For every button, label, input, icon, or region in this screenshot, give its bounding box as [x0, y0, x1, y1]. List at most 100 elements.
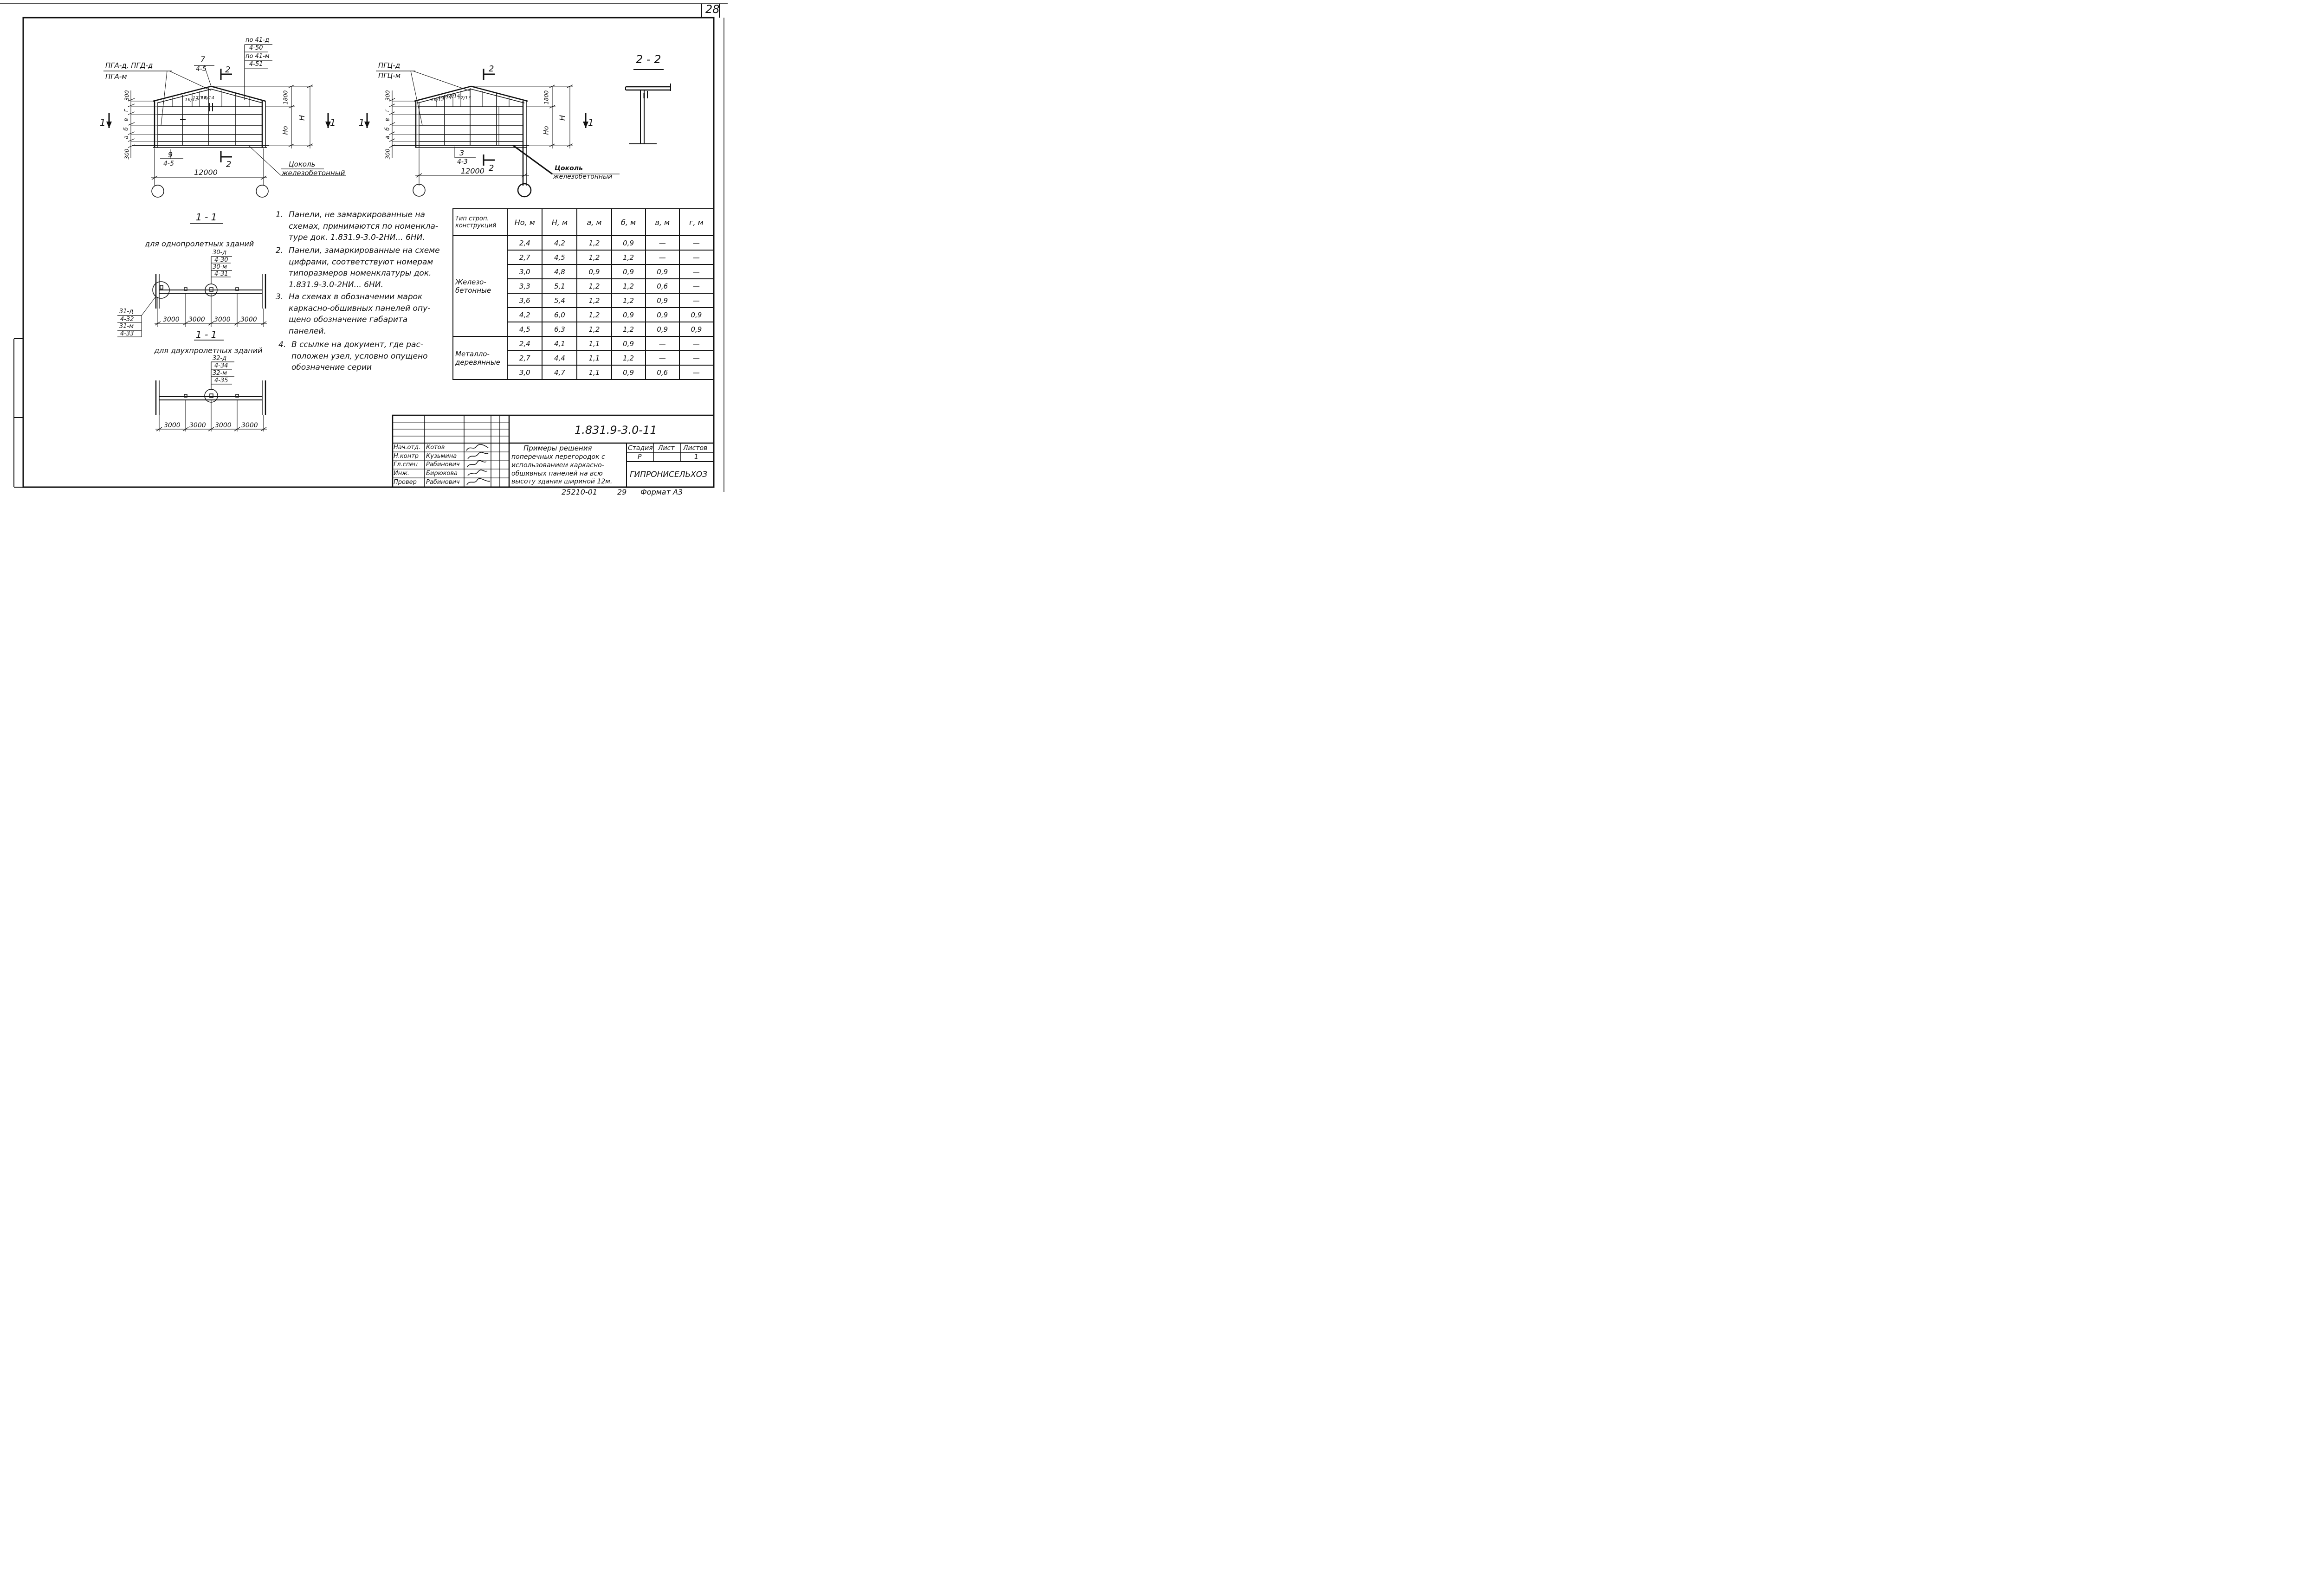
- cell: —: [678, 365, 714, 380]
- cell: 1,1: [576, 350, 612, 366]
- name-3: Рабинович: [426, 461, 460, 468]
- left-elevation: [103, 44, 346, 198]
- note-2-line-2: цифрами, соответствуют номерам: [289, 257, 433, 267]
- left-dim-H: H: [297, 115, 307, 121]
- note-3-line-4: панелей.: [289, 326, 326, 336]
- role-1: Нач.отд.: [394, 444, 421, 451]
- table-row: 3,3 5,1 1,2 1,2 0,6 —: [453, 278, 714, 294]
- right-section-1-left: 1: [359, 117, 365, 128]
- left-section-1-right: 1: [330, 117, 336, 128]
- cell: 5,4: [542, 293, 578, 308]
- role-5: Провер: [394, 479, 417, 486]
- left-cell-2: 17/13: [193, 96, 206, 101]
- note-2-line-1: Панели, замаркированные на схеме: [289, 246, 440, 255]
- cell: 4,2: [542, 235, 578, 251]
- right-dim-300-bottom: 300: [384, 148, 391, 160]
- right-dim-H: H: [558, 115, 567, 121]
- name-5: Рабинович: [426, 479, 460, 486]
- cell: 4,5: [507, 322, 543, 337]
- left-node-41m-ref: 4-51: [249, 61, 263, 68]
- plan-1-dim-3: 3000: [214, 316, 231, 323]
- note-1-line-1: Панели, не замаркированные на: [289, 210, 425, 219]
- note-2-line-4: 1.831.9-3.0-2НИ... 6НИ.: [289, 280, 383, 290]
- cell: 4,2: [507, 307, 543, 322]
- left-cell-3: 18/14: [201, 96, 214, 101]
- note-2-number: 2.: [276, 246, 284, 255]
- plan-1-left-1: 31-д: [119, 308, 134, 315]
- role-3: Гл.спец: [394, 461, 418, 468]
- cell: 2,4: [507, 235, 543, 251]
- left-plinth-1: Цоколь: [289, 160, 316, 168]
- plan-1-title: 1 - 1: [196, 212, 217, 223]
- left-cell-1: 16/12: [185, 97, 198, 103]
- note-1-number: 1.: [276, 210, 284, 219]
- left-panel-label-1: ПГА-д, ПГД-д: [105, 61, 153, 70]
- right-dim-Ho: Hо: [543, 126, 550, 135]
- section-2-2: [625, 69, 671, 144]
- cell: —: [678, 235, 714, 251]
- left-node-9-ref: 4-5: [163, 160, 174, 167]
- title-line-5: высоту здания шириной 12м.: [511, 478, 613, 485]
- plan-1-left-3: 31-м: [119, 323, 134, 330]
- group-metal-wood: Металло- деревянные: [452, 336, 508, 380]
- cell: 1,1: [576, 365, 612, 380]
- plan-2-top-2: 4-34: [214, 362, 228, 369]
- title-line-3: использованием каркасно-: [511, 462, 604, 469]
- header-a: а, м: [576, 208, 612, 236]
- header-b: б, м: [611, 208, 646, 236]
- cell: 1,2: [611, 322, 646, 337]
- cell: 0,9: [611, 235, 646, 251]
- plan-1-caption: для однопролетных зданий: [145, 239, 254, 248]
- footer-format: Формат А3: [640, 488, 683, 496]
- cell: 0,9: [611, 264, 646, 279]
- parameter-table: Тип строп. конструкций Hо, м H, м а, м б…: [452, 208, 714, 380]
- title-line-2: поперечных перегородок с: [511, 453, 605, 461]
- right-plinth-2: железобетонный: [553, 173, 613, 180]
- cell: 4,7: [542, 365, 578, 380]
- note-4: 4. В ссылке на документ, где рас- положе…: [278, 339, 445, 373]
- right-dim-a: а: [384, 135, 391, 139]
- cell: 0,9: [611, 365, 646, 380]
- left-node-7-num: 7: [200, 55, 206, 64]
- plan-2-dim-1: 3000: [164, 422, 181, 429]
- title-line-1: Примеры решения: [523, 444, 592, 452]
- plan-2-top-4: 4-35: [214, 377, 228, 384]
- cell: 1,2: [576, 293, 612, 308]
- sheet-label: Лист: [658, 444, 675, 452]
- left-dim-1800: 1800: [282, 90, 289, 105]
- plan-2-top-3: 32-м: [213, 370, 227, 377]
- left-dim-g: г: [123, 109, 129, 112]
- note-1-line-3: туре док. 1.831.9-3.0-2НИ... 6НИ.: [289, 233, 425, 242]
- cell: 2,7: [507, 250, 543, 265]
- cell: 1,2: [576, 235, 612, 251]
- sheet-number: 28: [705, 3, 720, 16]
- left-section-1-left: 1: [100, 117, 106, 128]
- plan-2-top-1: 32-д: [213, 355, 227, 362]
- cell: —: [645, 350, 680, 366]
- note-4-line-3: обозначение серии: [291, 363, 372, 372]
- cell: 2,4: [507, 336, 543, 351]
- left-plinth-2: железобетонный: [282, 169, 345, 177]
- cell: 0,6: [645, 278, 680, 294]
- cell: 1,2: [611, 250, 646, 265]
- cell: 4,4: [542, 350, 578, 366]
- plan-2-title: 1 - 1: [196, 329, 217, 340]
- cell: 1,2: [576, 250, 612, 265]
- header-type: Тип строп. конструкций: [452, 208, 508, 236]
- cell: 1,2: [576, 307, 612, 322]
- note-2-line-3: типоразмеров номенклатуры док.: [289, 269, 432, 278]
- note-4-line-2: положен узел, условно опущено: [291, 351, 428, 361]
- note-1: 1. Панели, не замаркированные на схемах,…: [276, 209, 442, 244]
- note-2: 2. Панели, замаркированные на схеме цифр…: [276, 245, 442, 290]
- table-row: 3,0 4,8 0,9 0,9 0,9 —: [453, 264, 714, 279]
- title-block-grid: [392, 414, 715, 488]
- right-cell-1: 16/12: [431, 97, 444, 103]
- right-section-1-right: 1: [588, 117, 594, 128]
- document-code: 1.831.9-3.0-11: [575, 424, 657, 437]
- plan-1-dim-1: 3000: [163, 316, 180, 323]
- cell: 5,1: [542, 278, 578, 294]
- cell: 3,0: [507, 365, 543, 380]
- footer-inventory: 25210-01: [562, 488, 598, 496]
- left-section-2-top: 2: [225, 65, 231, 75]
- cell: —: [645, 235, 680, 251]
